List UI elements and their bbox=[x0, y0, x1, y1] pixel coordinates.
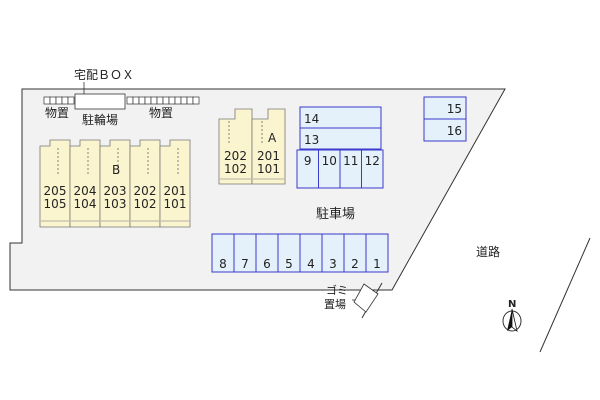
storage-box bbox=[186, 96, 194, 105]
parking-space-number: 13 bbox=[304, 133, 319, 147]
building-a-unit bbox=[218, 108, 253, 185]
storage-box bbox=[162, 96, 170, 105]
parking-space-number: 6 bbox=[263, 257, 271, 271]
parking-space bbox=[299, 127, 382, 150]
unit-upper-number: 203 bbox=[104, 184, 127, 198]
storage-strip-right bbox=[126, 96, 200, 105]
parking-space-number: 15 bbox=[447, 102, 462, 116]
parking-space-number: 8 bbox=[219, 257, 227, 271]
parking-space-number: 2 bbox=[351, 257, 359, 271]
building-b-unit bbox=[39, 139, 71, 228]
unit-upper-number: 205 bbox=[44, 184, 67, 198]
storage-box bbox=[138, 96, 146, 105]
unit-upper-number: 201 bbox=[164, 184, 187, 198]
unit-lower-number: 104 bbox=[74, 197, 97, 211]
storage-box bbox=[180, 96, 188, 105]
north-label: N bbox=[508, 299, 516, 310]
storage-label-right: 物置 bbox=[149, 106, 173, 120]
storage-box bbox=[43, 96, 51, 105]
parking-space bbox=[361, 149, 384, 189]
storage-strip-left bbox=[43, 96, 75, 105]
parking-space-number: 11 bbox=[343, 154, 358, 168]
storage-box bbox=[144, 96, 152, 105]
unit-lower-number: 101 bbox=[164, 197, 187, 211]
parking-space-number: 9 bbox=[304, 154, 312, 168]
garbage-area bbox=[353, 283, 379, 313]
storage-box bbox=[55, 96, 63, 105]
unit-upper-number: 202 bbox=[224, 149, 247, 163]
storage-box bbox=[49, 96, 57, 105]
storage-box bbox=[174, 96, 182, 105]
unit-lower-number: 103 bbox=[104, 197, 127, 211]
storage-box bbox=[192, 96, 200, 105]
parking-space-number: 1 bbox=[373, 257, 381, 271]
garbage-label-line2: 置場 bbox=[324, 298, 346, 311]
storage-box bbox=[168, 96, 176, 105]
parking-space bbox=[423, 118, 467, 142]
road-label: 道路 bbox=[476, 244, 500, 259]
unit-upper-number: 204 bbox=[74, 184, 97, 198]
parking-space-number: 10 bbox=[322, 154, 337, 168]
parking-space-number: 3 bbox=[329, 257, 337, 271]
parking-space-number: 7 bbox=[241, 257, 249, 271]
road-edge-right bbox=[539, 237, 591, 353]
unit-lower-number: 102 bbox=[224, 162, 247, 176]
storage-box bbox=[132, 96, 140, 105]
parking-space-number: 14 bbox=[304, 112, 319, 126]
building-b-name: B bbox=[112, 163, 120, 177]
building-a-name: A bbox=[268, 131, 277, 145]
unit-upper-number: 202 bbox=[134, 184, 157, 198]
building-a-unit bbox=[251, 108, 286, 185]
storage-box bbox=[150, 96, 158, 105]
unit-upper-number: 201 bbox=[257, 149, 280, 163]
parking-label: 駐車場 bbox=[316, 207, 355, 222]
parking-space-number: 12 bbox=[365, 154, 380, 168]
parking-space-number: 16 bbox=[447, 124, 462, 138]
building-b-unit bbox=[69, 139, 101, 228]
delivery-box-label: 宅配ＢＯＸ bbox=[74, 67, 134, 82]
storage-box bbox=[156, 96, 164, 105]
garbage-label-line1: ゴミ bbox=[326, 283, 348, 297]
storage-box bbox=[61, 96, 69, 105]
bicycle-shed bbox=[74, 93, 126, 110]
parking-space bbox=[365, 233, 389, 273]
unit-lower-number: 101 bbox=[257, 162, 280, 176]
north-arrow-icon bbox=[502, 308, 522, 333]
bicycle-parking-label: 駐輪場 bbox=[82, 112, 118, 127]
unit-lower-number: 105 bbox=[44, 197, 67, 211]
storage-box bbox=[126, 96, 134, 105]
storage-box bbox=[67, 96, 75, 105]
building-b-unit bbox=[129, 139, 161, 228]
parking-space-number: 5 bbox=[285, 257, 293, 271]
building-b-unit bbox=[99, 139, 131, 228]
unit-lower-number: 102 bbox=[134, 197, 157, 211]
building-b-unit bbox=[159, 139, 191, 228]
parking-space-number: 4 bbox=[307, 257, 315, 271]
storage-label-left: 物置 bbox=[45, 106, 69, 120]
